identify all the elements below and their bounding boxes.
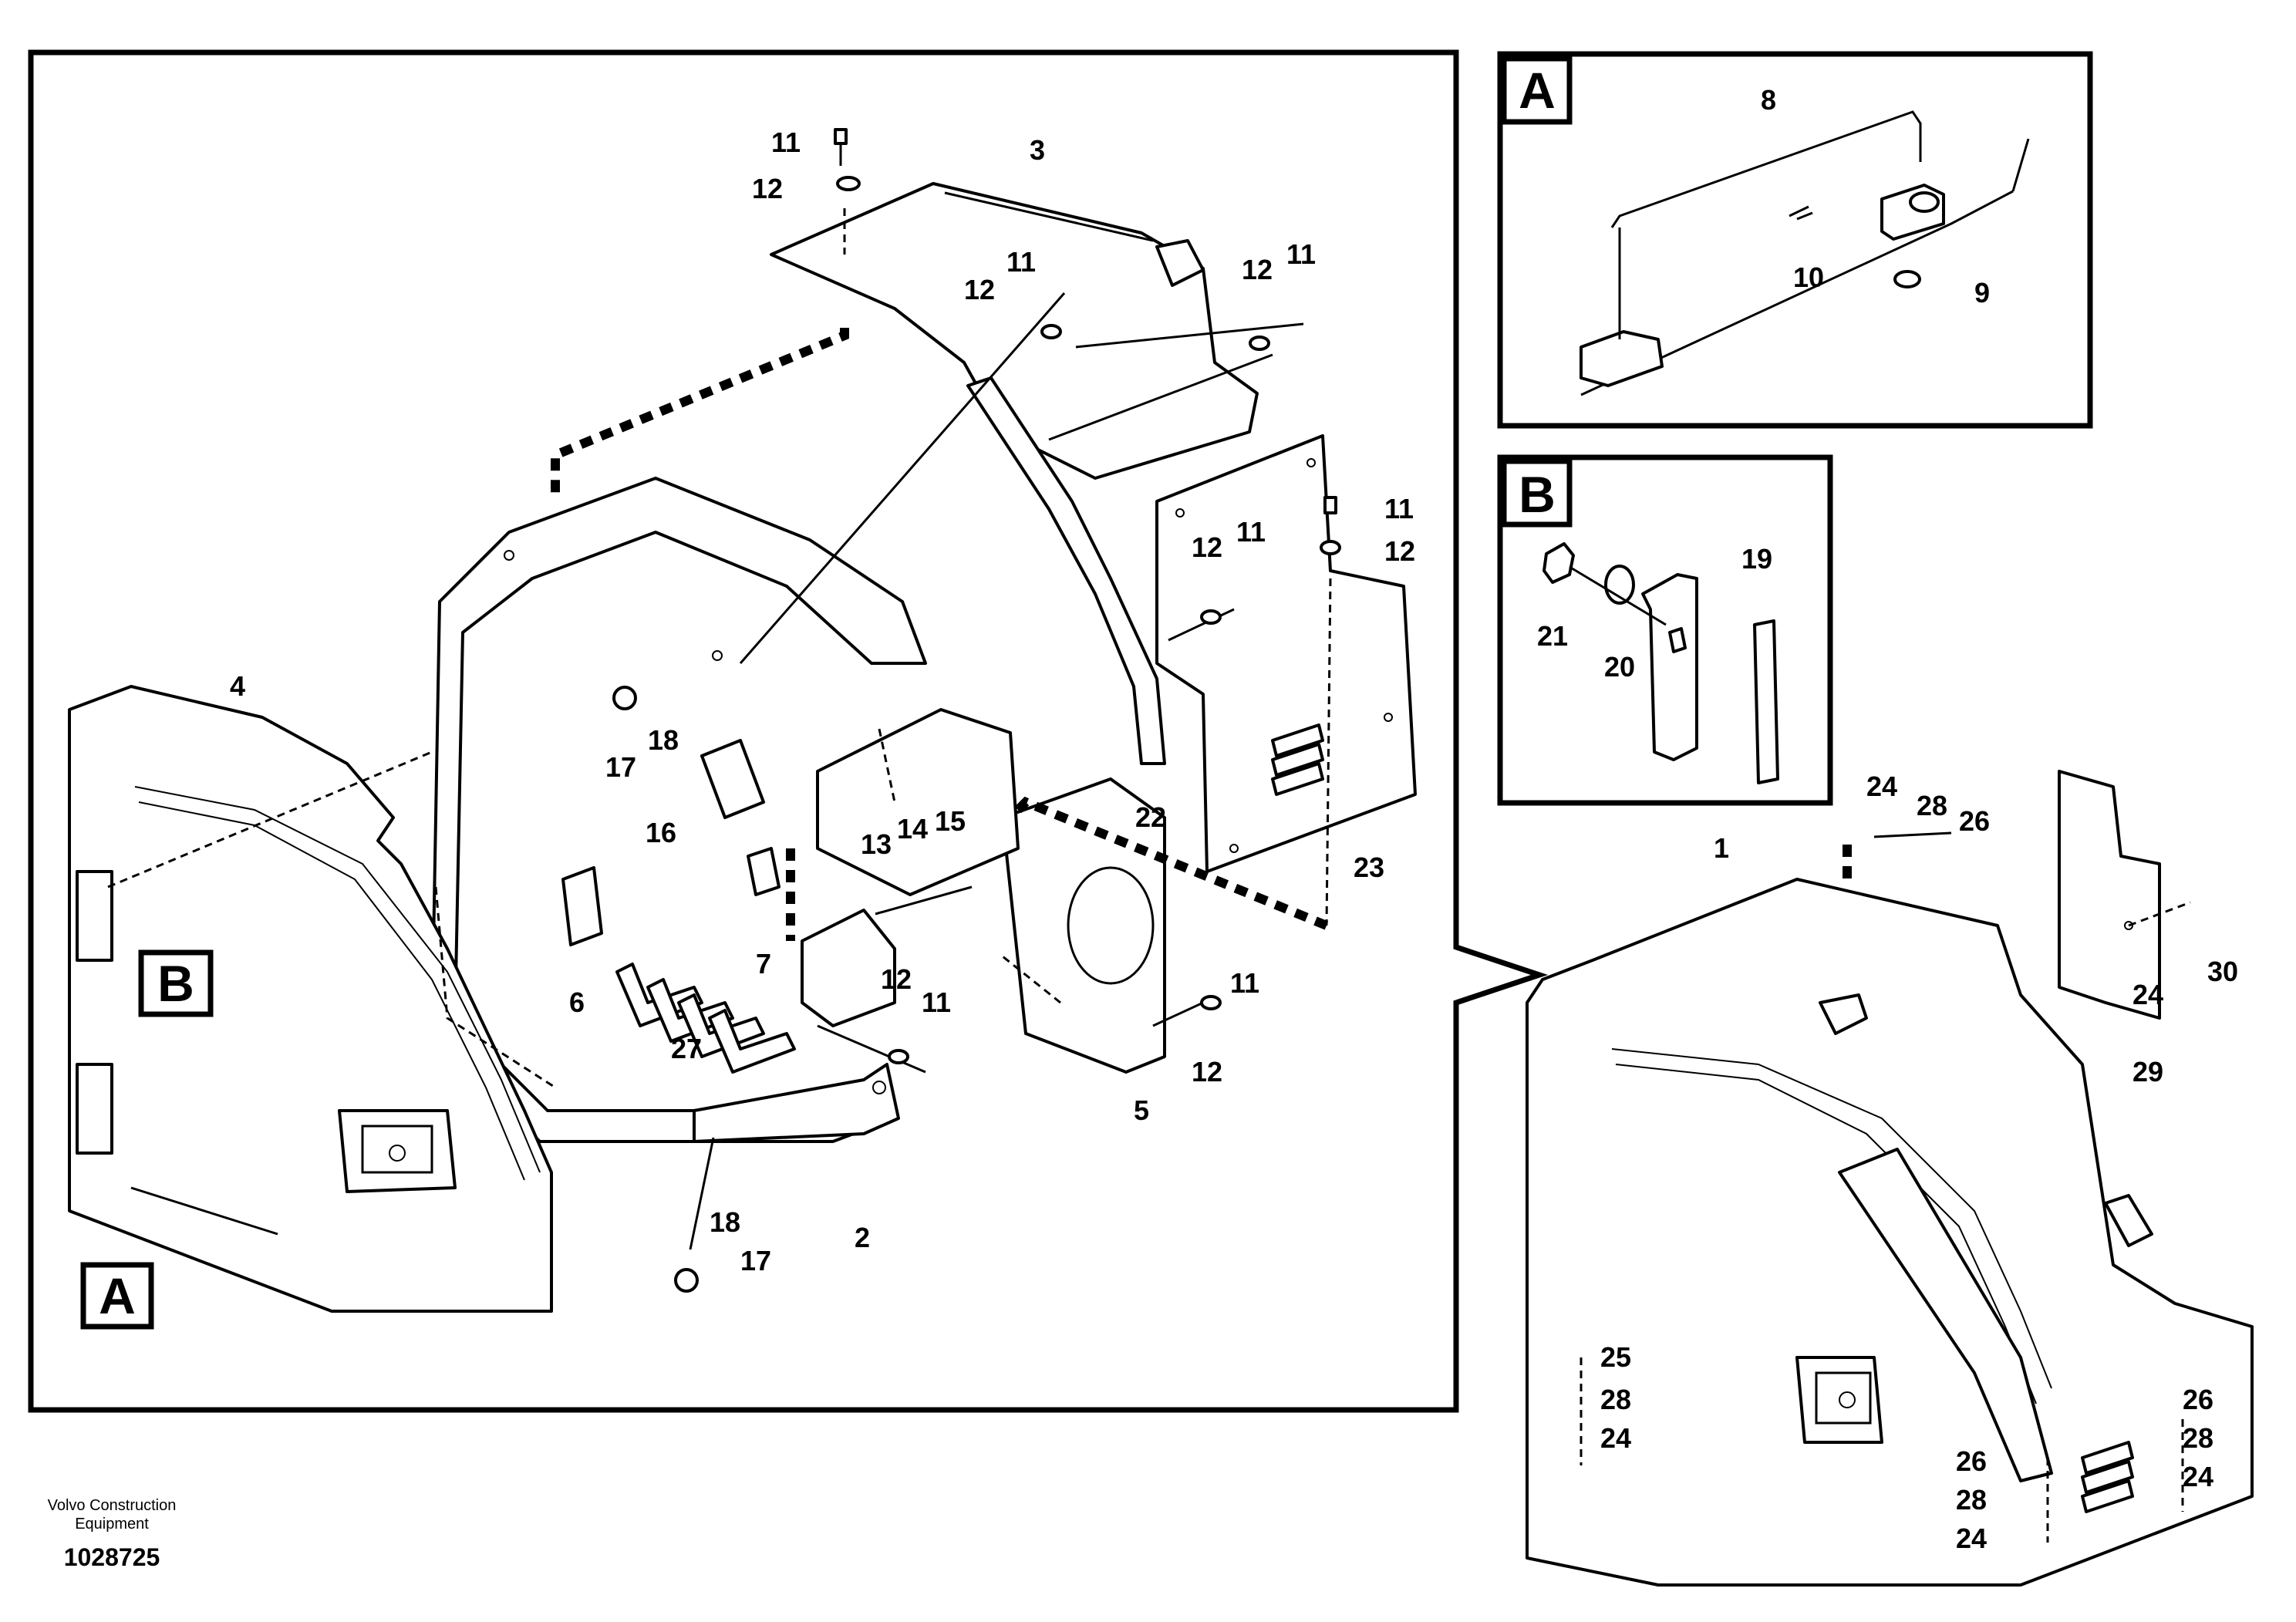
view-b-label-main: B	[157, 955, 194, 1012]
callout-11: 11	[1230, 967, 1259, 999]
callout-28: 28	[2183, 1422, 2213, 1454]
callout-13: 13	[861, 828, 892, 860]
view-a-label-main: A	[99, 1267, 136, 1324]
callout-24: 24	[2132, 979, 2163, 1010]
footer: Volvo Construction Equipment 1028725	[48, 1497, 177, 1571]
callout-20: 20	[1604, 651, 1635, 683]
fastener-glyphs	[612, 128, 1341, 1293]
inset-b-hinge	[1542, 542, 1779, 784]
callout-21: 21	[1537, 620, 1568, 652]
part-side-panel	[1155, 434, 1417, 873]
callout-17: 17	[605, 751, 636, 783]
callout-29: 29	[2132, 1056, 2163, 1088]
part-top-cover	[770, 182, 1259, 480]
part-clip-7	[747, 847, 781, 896]
callout-11: 11	[1286, 238, 1316, 270]
callout-12: 12	[1192, 531, 1222, 563]
callout-26: 26	[2183, 1384, 2213, 1415]
callout-26: 26	[1959, 805, 1990, 837]
callout-17: 17	[740, 1245, 771, 1276]
callout-24: 24	[2183, 1461, 2213, 1492]
callout-23: 23	[1354, 851, 1384, 883]
callout-19: 19	[1741, 543, 1772, 575]
callout-2: 2	[855, 1222, 870, 1253]
view-b-label-box-main	[138, 949, 214, 1017]
callout-3: 3	[1030, 134, 1045, 166]
inset-b-label-box	[1501, 458, 1573, 528]
fastener-line	[107, 750, 433, 889]
assembly-line	[1014, 796, 1329, 930]
callout-11: 11	[1006, 246, 1036, 278]
part-bracket-6	[561, 866, 603, 946]
callout-12: 12	[1192, 1056, 1222, 1088]
callout-11: 11	[771, 126, 801, 158]
callout-15: 15	[935, 805, 966, 837]
part-inner-support	[700, 708, 1020, 1027]
callout-16: 16	[646, 817, 676, 848]
part-support-strip	[966, 376, 1166, 765]
callout-9: 9	[1974, 277, 1990, 309]
callout-22: 22	[1135, 801, 1166, 833]
inset-a-hinge	[1580, 110, 2030, 396]
callout-12: 12	[1242, 254, 1273, 285]
part-rear-plate	[1001, 777, 1166, 1074]
callout-12: 12	[881, 963, 912, 995]
callout-27: 27	[671, 1033, 702, 1064]
callout-labels: A B B A 11 12 3 11 12 12 11 11 12 12 11 …	[80, 62, 2238, 1554]
callout-7: 7	[756, 948, 771, 980]
view-b-label-inset: B	[1519, 466, 1556, 523]
view-a-label-inset: A	[1519, 62, 1556, 119]
inset-b-frame	[1497, 454, 1833, 806]
assembled-view	[1526, 770, 2254, 1587]
callout-11: 11	[922, 986, 951, 1018]
fastener-line	[434, 886, 556, 1089]
callout-25: 25	[1600, 1341, 1631, 1373]
inset-a-frame	[1497, 51, 2093, 429]
company-line-2: Equipment	[75, 1516, 149, 1533]
main-view-frame	[28, 49, 1549, 1413]
callout-18: 18	[710, 1206, 740, 1238]
fastener-line	[1325, 578, 1332, 926]
part-rubber-strips	[615, 963, 796, 1074]
callout-12: 12	[1384, 535, 1415, 567]
callout-11: 11	[1236, 516, 1266, 548]
callout-28: 28	[1956, 1484, 1987, 1516]
company-line-1: Volvo Construction	[48, 1497, 177, 1514]
callout-24: 24	[1866, 771, 1897, 802]
callout-26: 26	[1956, 1445, 1987, 1477]
callout-18: 18	[648, 724, 679, 756]
callout-12: 12	[964, 274, 995, 305]
callout-24: 24	[1600, 1422, 1631, 1454]
callout-4: 4	[230, 670, 245, 702]
callout-6: 6	[569, 986, 585, 1018]
inset-a-label-box	[1501, 56, 1573, 125]
callout-5: 5	[1134, 1094, 1149, 1126]
assembly-line	[551, 328, 849, 494]
callout-12: 12	[752, 173, 783, 204]
callout-28: 28	[1600, 1384, 1631, 1415]
callout-30: 30	[2207, 956, 2238, 987]
callout-11: 11	[1384, 493, 1414, 524]
callout-14: 14	[897, 813, 928, 845]
part-side-door	[68, 685, 553, 1313]
callout-8: 8	[1761, 84, 1776, 116]
callout-28: 28	[1917, 790, 1947, 821]
part-plate-29	[2058, 770, 2161, 1020]
view-a-label-box-main	[80, 1262, 154, 1330]
drawing-number: 1028725	[64, 1543, 160, 1571]
callout-1: 1	[1714, 832, 1729, 864]
callout-10: 10	[1793, 261, 1824, 293]
callout-24: 24	[1956, 1523, 1987, 1554]
